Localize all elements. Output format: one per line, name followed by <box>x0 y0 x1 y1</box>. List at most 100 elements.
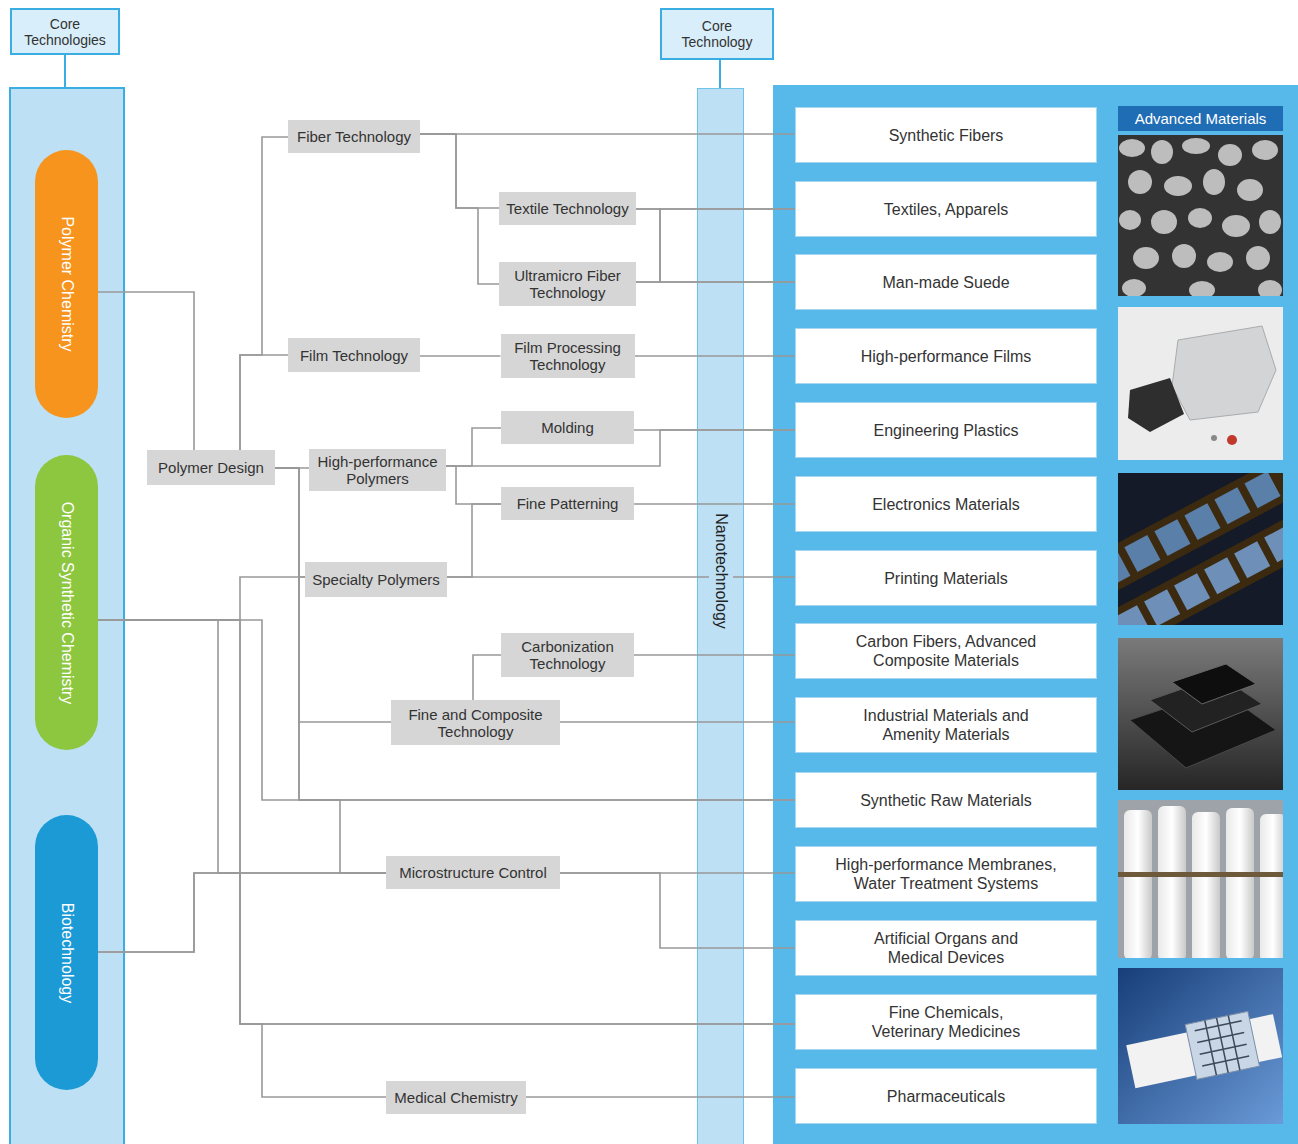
frame <box>1118 551 1130 588</box>
box-label: Engineering Plastics <box>874 421 1019 440</box>
product-box: Synthetic Fibers <box>795 107 1097 163</box>
photo-ground <box>1118 968 1283 1124</box>
engine-cover <box>1172 326 1276 420</box>
fiber-section <box>1207 252 1233 272</box>
connector-line <box>98 873 795 1024</box>
vertical-label: Nanotechnology <box>709 513 733 629</box>
box-label: Fiber Technology <box>297 128 411 145</box>
fiber-section <box>1151 210 1177 234</box>
box-label: Industrial Materials and Amenity Materia… <box>846 706 1046 744</box>
connector-line <box>275 468 386 873</box>
connector-line <box>634 503 795 505</box>
connector-line <box>447 504 501 577</box>
photo-ground <box>1118 638 1283 790</box>
box-label: Polymer Design <box>158 459 264 476</box>
product-box: Fine Chemicals, Veterinary Medicines <box>795 994 1097 1050</box>
technology-box: Textile Technology <box>499 192 636 225</box>
technology-box: Film Technology <box>288 338 420 372</box>
fiber-section <box>1252 140 1278 160</box>
frame <box>1204 557 1240 594</box>
fiber-section <box>1189 281 1215 296</box>
fiber-section <box>1119 210 1141 230</box>
connector-line <box>275 468 305 577</box>
product-box: Man-made Suede <box>795 254 1097 310</box>
box-label: High-performance Polymers <box>315 453 440 487</box>
box-label: Fine Chemicals, Veterinary Medicines <box>861 1003 1031 1041</box>
strip <box>1118 509 1283 625</box>
core-pill: Biotechnology <box>35 815 98 1090</box>
connector-line <box>98 620 386 873</box>
connector-line <box>420 134 499 208</box>
box-label: Microstructure Control <box>399 864 547 881</box>
frame <box>1184 503 1220 540</box>
product-box: Engineering Plastics <box>795 402 1097 458</box>
connector-line <box>275 468 391 722</box>
product-box: Printing Materials <box>795 550 1097 606</box>
sensor-photo <box>1118 968 1283 1124</box>
fiber-section <box>1119 139 1145 157</box>
small-part <box>1211 435 1217 441</box>
rack-bar <box>1118 872 1283 877</box>
materials-panel <box>773 85 1298 1144</box>
technology-box: Specialty Polymers <box>305 562 447 597</box>
box-label: Specialty Polymers <box>312 571 440 588</box>
core-band: Nanotechnology <box>697 88 744 1144</box>
box-label: Electronics Materials <box>872 495 1020 514</box>
fiber-section <box>1172 244 1196 268</box>
connector-line <box>634 429 795 431</box>
connector-line <box>98 873 386 952</box>
core-panel <box>10 88 124 1144</box>
technology-box: Fine Patterning <box>501 487 634 520</box>
box-label: Core Technologies <box>23 16 107 48</box>
fiber-section <box>1222 215 1250 237</box>
intake-part <box>1128 378 1184 432</box>
membrane-vessel <box>1158 806 1186 958</box>
connector-line <box>420 134 499 284</box>
box-label: Textiles, Apparels <box>884 200 1009 219</box>
box-label: Advanced Materials <box>1135 110 1267 127</box>
box-label: Medical Chemistry <box>394 1089 517 1106</box>
frame <box>1124 535 1160 572</box>
photo-ground <box>1118 135 1283 296</box>
product-box: Artificial Organs and Medical Devices <box>795 920 1097 976</box>
header-stem <box>719 60 721 88</box>
product-box: High-performance Films <box>795 328 1097 384</box>
fiber-section <box>1122 279 1146 296</box>
header-box: Core Technologies <box>10 8 120 55</box>
header-stem <box>64 55 66 88</box>
connector-line <box>636 209 795 282</box>
fiber-section <box>1258 280 1282 296</box>
product-box: High-performance Membranes, Water Treatm… <box>795 846 1097 902</box>
carbon-photo <box>1118 638 1283 790</box>
film-photo <box>1118 473 1283 625</box>
technology-box: High-performance Polymers <box>309 449 446 491</box>
frame <box>1244 473 1280 508</box>
product-box: Pharmaceuticals <box>795 1068 1097 1124</box>
fiber-section <box>1164 176 1192 196</box>
box-label: Printing Materials <box>884 569 1008 588</box>
technology-box: Molding <box>501 411 634 444</box>
technology-box: Medical Chemistry <box>386 1081 526 1114</box>
connector-line <box>635 355 796 357</box>
technology-box: Carbonization Technology <box>501 633 634 677</box>
connector-line <box>275 468 795 800</box>
vertical-label: Polymer Chemistry <box>58 216 76 351</box>
connector-line <box>560 721 795 723</box>
photo-ground <box>1118 307 1283 460</box>
product-box: Synthetic Raw Materials <box>795 772 1097 828</box>
core-pill: Polymer Chemistry <box>35 150 98 418</box>
box-label: Carbonization Technology <box>510 638 625 672</box>
technology-box: Fiber Technology <box>288 120 420 153</box>
frame <box>1144 589 1180 625</box>
box-label: Fine Patterning <box>517 495 619 512</box>
technology-box: Microstructure Control <box>386 856 560 889</box>
box-label: Pharmaceuticals <box>887 1087 1005 1106</box>
connector-line <box>636 209 795 282</box>
membrane-vessel <box>1260 814 1283 958</box>
fiber-section <box>1128 170 1152 194</box>
box-label: Ultramicro Fiber Technology <box>505 267 630 301</box>
box-label: Textile Technology <box>506 200 628 217</box>
connector-line <box>420 355 501 357</box>
vertical-label: Biotechnology <box>58 902 76 1003</box>
